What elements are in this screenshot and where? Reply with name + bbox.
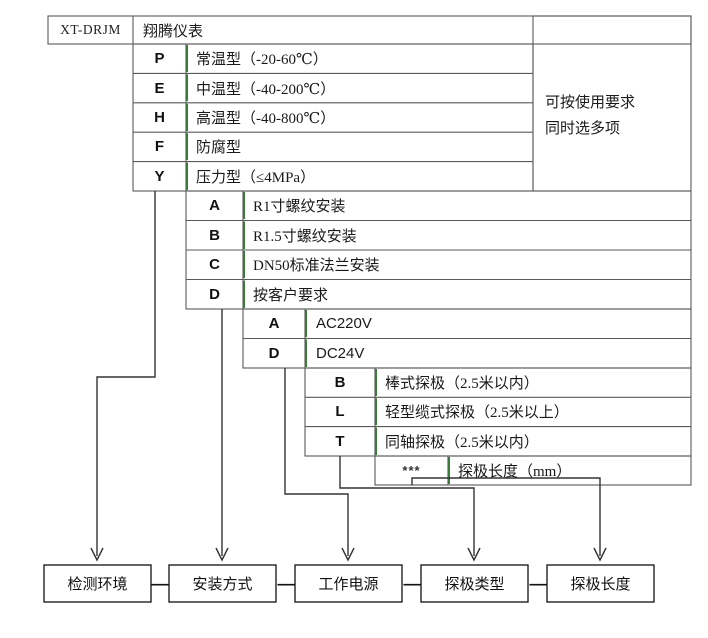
- desc-cell-mount-a: R1寸螺纹安装: [253, 199, 346, 216]
- code-cell-mount-c: C: [209, 256, 220, 274]
- desc-cell-power-a: AC220V: [316, 315, 372, 333]
- desc-cell-p: 常温型（-20-60℃）: [196, 52, 328, 69]
- desc-cell-mount-d: 按客户要求: [253, 287, 329, 304]
- code-cell-h: H: [154, 108, 165, 126]
- desc-cell-probe-length: 探极长度（mm）: [458, 464, 572, 480]
- desc-cell-power-d: DC24V: [316, 344, 365, 362]
- code-cell-mount-d: D: [209, 285, 220, 303]
- leader-lines: [96, 191, 601, 556]
- model-code-cell: XT-DRJM: [60, 22, 121, 37]
- code-cell-probe-length: ***: [402, 463, 421, 478]
- code-cell-power-d: D: [268, 344, 280, 362]
- desc-cell-probe-t: 同轴探极（2.5米以内）: [385, 434, 539, 451]
- legend-item-working-power: 工作电源: [318, 577, 379, 593]
- desc-cell-mount-b: R1.5寸螺纹安装: [253, 228, 357, 245]
- code-cell-power-a: A: [268, 315, 280, 333]
- legend-separator-4: —: [529, 573, 547, 593]
- code-cell-probe-l: L: [335, 403, 345, 421]
- desc-cell-h: 高温型（-40-800℃）: [196, 110, 336, 127]
- code-cell-e: E: [154, 79, 165, 97]
- legend-separator-3: —: [403, 573, 421, 593]
- legend-item-probe-length: 探极长度: [570, 577, 631, 593]
- multi-select-note: 可按使用要求 同时选多项: [545, 95, 636, 137]
- code-cell-mount-b: B: [209, 226, 220, 244]
- desc-cell-e: 中温型（-40-200℃）: [196, 81, 336, 98]
- brand-name-cell: 翔腾仪表: [143, 23, 204, 40]
- desc-cell-probe-b: 棒式探极（2.5米以内）: [385, 376, 539, 393]
- code-cell-mount-a: A: [209, 197, 220, 215]
- code-cell-y: Y: [154, 167, 165, 185]
- code-cell-p: P: [154, 50, 165, 68]
- code-cell-f: F: [154, 138, 165, 156]
- legend-boxes: [43, 564, 655, 603]
- desc-cell-f: 防腐型: [196, 140, 242, 157]
- code-cell-probe-b: B: [334, 374, 346, 392]
- desc-cell-mount-c: DN50标准法兰安装: [253, 258, 380, 275]
- legend-item-mounting-method: 安装方式: [192, 577, 253, 593]
- legend-separator-1: —: [151, 573, 169, 593]
- code-cell-probe-t: T: [335, 432, 345, 450]
- desc-cell-probe-l: 轻型缆式探极（2.5米以上）: [385, 405, 569, 422]
- legend-item-detection-environment: 检测环境: [67, 577, 128, 593]
- legend-separator-2: —: [277, 573, 295, 593]
- leader-arrowheads: [90, 547, 607, 562]
- desc-cell-y: 压力型（≤4MPa）: [196, 169, 316, 186]
- legend-item-probe-type: 探极类型: [444, 577, 505, 593]
